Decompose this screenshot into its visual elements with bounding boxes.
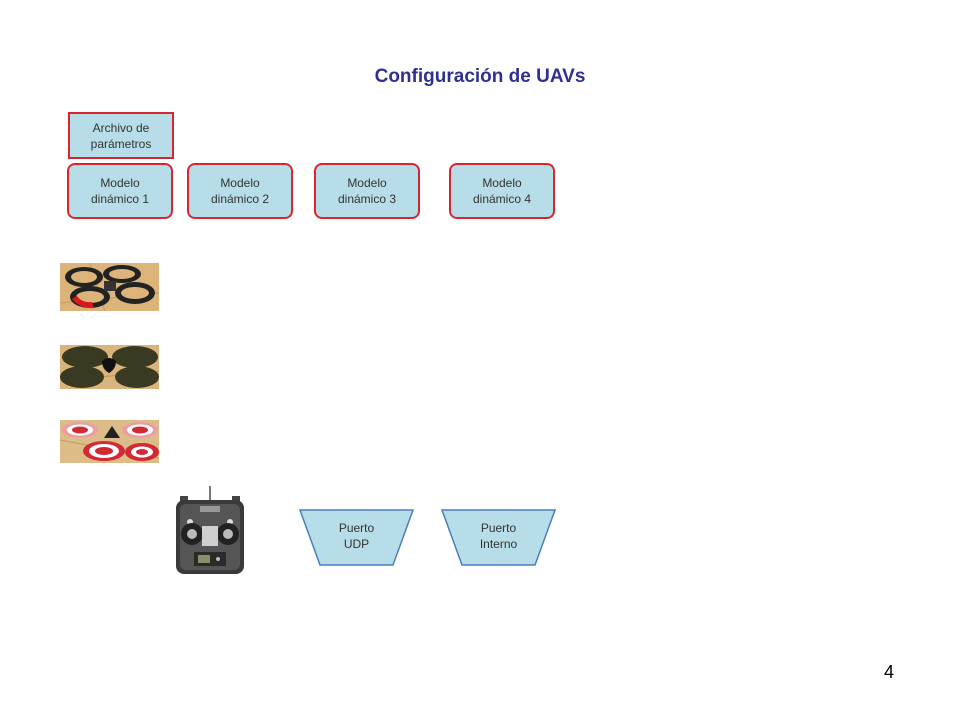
rc-transmitter-image	[172, 486, 248, 576]
dynamic-model-3-label: Modelo dinámico 3	[337, 176, 397, 206]
parameters-file-box: Archivo de parámetros	[68, 112, 174, 159]
dynamic-model-4-box: Modelo dinámico 4	[449, 163, 555, 219]
dynamic-model-2-label: Modelo dinámico 2	[210, 176, 270, 206]
slide-title: Configuración de UAVs	[374, 66, 586, 87]
dynamic-model-1-label: Modelo dinámico 1	[90, 176, 150, 206]
dynamic-model-1-box: Modelo dinámico 1	[67, 163, 173, 219]
page-number: 4	[884, 662, 895, 682]
dynamic-model-2-box: Modelo dinámico 2	[187, 163, 293, 219]
udp-port-label: Puerto UDP	[338, 521, 375, 551]
dynamic-model-3-box: Modelo dinámico 3	[314, 163, 420, 219]
internal-port-label: Puerto Interno	[479, 521, 518, 551]
internal-port-block: Puerto Interno	[441, 509, 556, 566]
parameters-file-label: Archivo de parámetros	[90, 120, 152, 151]
quadrotor-target-rotors-image	[60, 420, 159, 463]
quadrotor-ring-guards-image	[60, 263, 159, 311]
quadrotor-dark-rotors-image	[60, 345, 159, 389]
udp-port-block: Puerto UDP	[299, 509, 414, 566]
dynamic-model-4-label: Modelo dinámico 4	[472, 176, 532, 206]
